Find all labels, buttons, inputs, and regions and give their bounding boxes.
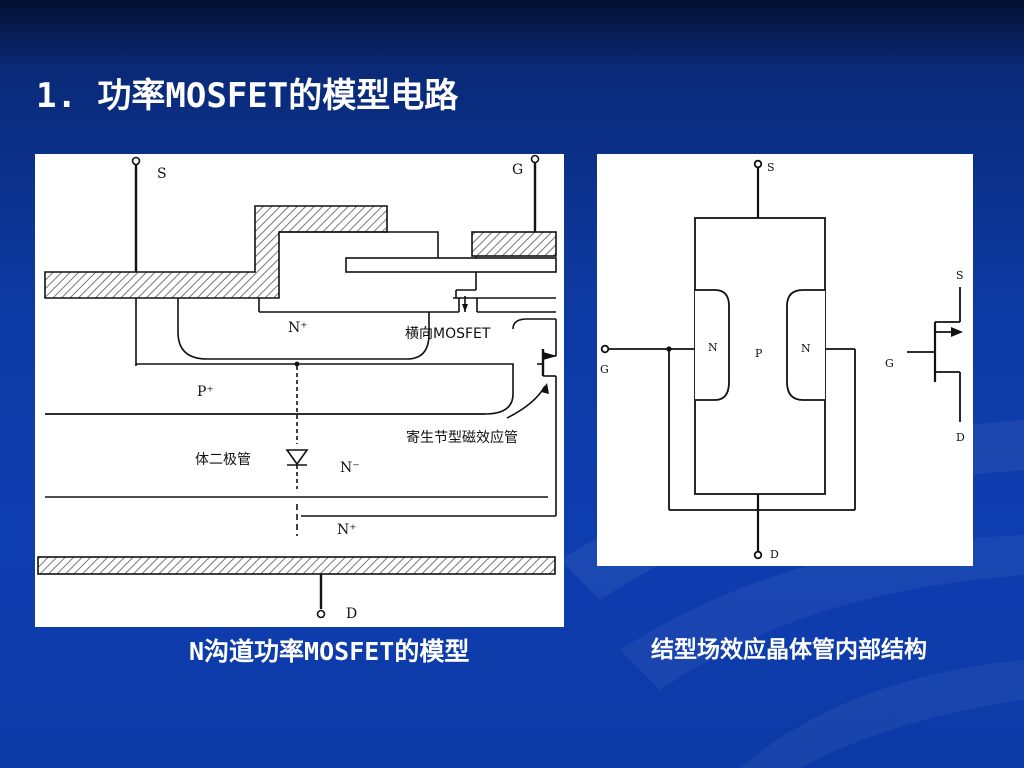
jfet-label-n-left: N [708,341,718,354]
drain-terminal [316,609,326,619]
label-lateral-mosfet: 横向MOSFET [405,326,491,342]
source-metal [44,205,388,299]
label-parasitic-jfet: 寄生节型磁效应管 [406,429,518,446]
jfet-label-drain: D [770,548,779,561]
gate-terminal [530,154,540,164]
slide-title: 1. 功率MOSFET的模型电路 [36,76,459,116]
label-n-plus-bottom: N⁺ [337,522,357,538]
mosfet-model-diagram: S G N⁺ 横向MOSFET P⁺ 寄生节型磁效应管 体二极管 N⁻ N⁺ D [37,154,557,622]
drain-metal [37,556,556,575]
jfet-symbol-source: S [956,269,964,282]
gate-poly [345,257,557,273]
jfet-n-left [695,289,730,401]
left-figure-caption: N沟道功率MOSFET的模型 [189,637,470,666]
source-terminal [131,156,141,166]
right-figure-caption: 结型场效应晶体管内部结构 [651,637,927,663]
label-source: S [157,166,167,182]
jfet-gate-terminal [600,344,610,354]
jfet-source-terminal [753,159,763,169]
label-body-diode: 体二极管 [195,452,251,468]
jfet-label-gate: G [600,363,609,376]
jfet-label-n-right: N [801,342,811,355]
jfet-structure-diagram: S G N P N D S G D [600,159,965,561]
label-drain: D [346,606,357,622]
label-n-plus-top: N⁺ [288,320,308,336]
label-p-plus: P⁺ [197,384,214,400]
jfet-drain-terminal [753,550,763,560]
mosfet-model-figure: S G N⁺ 横向MOSFET P⁺ 寄生节型磁效应管 体二极管 N⁻ N⁺ D [35,154,564,627]
jfet-structure-figure: S G N P N D S G D [597,154,973,566]
jfet-symbol-drain: D [956,431,965,444]
jfet-n-right [786,289,825,401]
gate-metal [471,231,557,257]
label-n-minus: N⁻ [340,460,360,476]
jfet-symbol-gate: G [885,357,894,370]
jfet-label-source: S [767,161,775,174]
label-gate: G [512,162,523,178]
jfet-label-p: P [755,347,763,360]
